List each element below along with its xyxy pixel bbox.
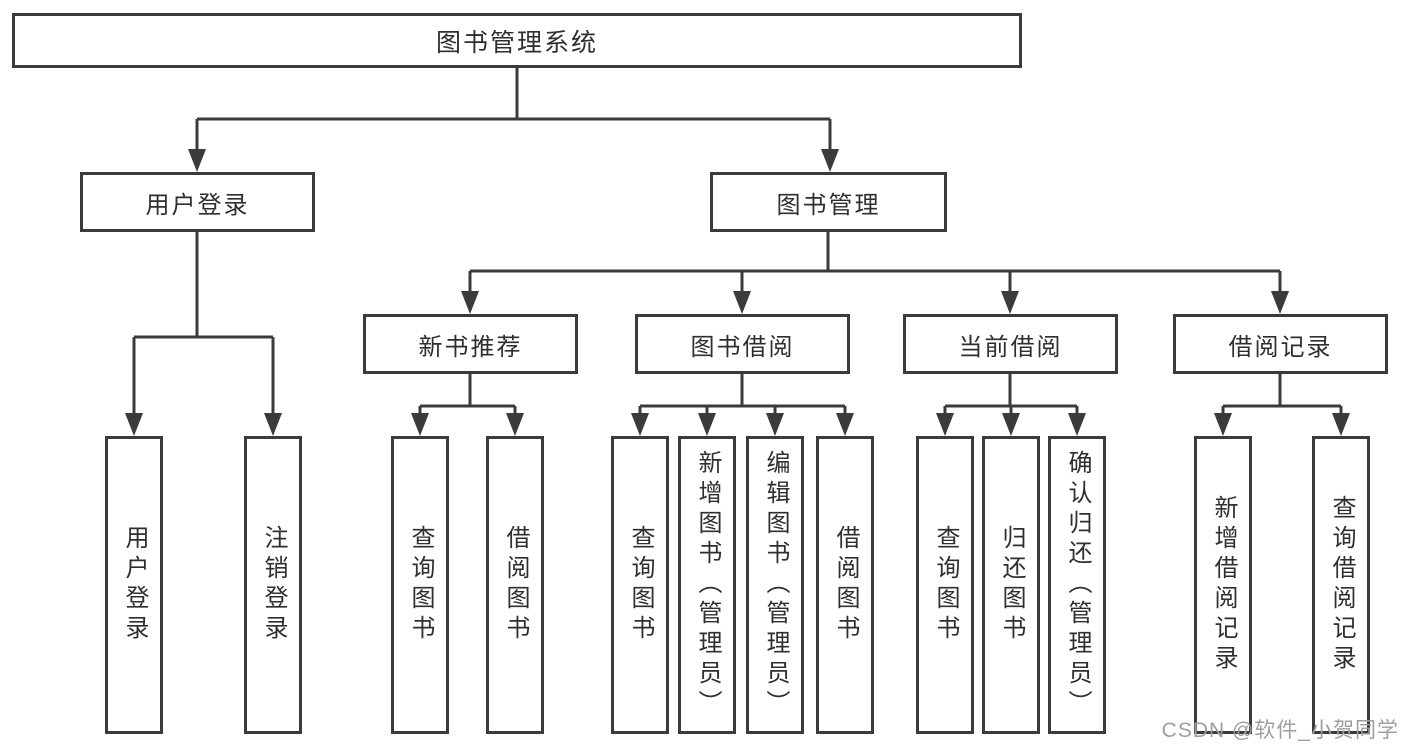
node-borrow-query-books: 查询图书 — [611, 436, 669, 734]
node-user-login-action: 用户登录 — [105, 436, 163, 734]
node-book-borrowing: 图书借阅 — [635, 314, 850, 374]
node-label: 新书推荐 — [418, 333, 523, 361]
node-label: 当前借阅 — [958, 333, 1063, 361]
node-records-add-record: 新增借阅记录 — [1194, 436, 1252, 734]
node-book-management: 图书管理 — [710, 172, 947, 232]
connector-borrow-to-leaves — [638, 374, 847, 417]
connector-userlogin-to-leaves — [132, 232, 275, 416]
node-label: 用户登录 — [145, 191, 250, 219]
node-label: 查询图书 — [932, 525, 959, 645]
node-label: 新增图书（管理员） — [694, 450, 721, 720]
node-label: 查询图书 — [407, 525, 434, 645]
node-label: 查询图书 — [627, 525, 654, 645]
node-borrow-borrow-books: 借阅图书 — [816, 436, 874, 734]
arrowhead — [631, 413, 649, 436]
node-library-management-system: 图书管理系统 — [12, 13, 1022, 68]
csdn-watermark: CSDN @软件_小贺同学 — [1161, 719, 1399, 742]
arrowhead — [188, 149, 206, 172]
node-logout-action: 注销登录 — [244, 436, 302, 734]
node-current-confirm-return-admin: 确认归还（管理员） — [1048, 436, 1106, 734]
node-label: 图书管理系统 — [435, 28, 598, 57]
node-label: 确认归还（管理员） — [1064, 450, 1091, 720]
connector-root-to-level2 — [195, 68, 832, 152]
arrowhead — [733, 291, 751, 314]
node-recommend-query-books: 查询图书 — [391, 436, 449, 734]
node-recommend-borrow-books: 借阅图书 — [486, 436, 544, 734]
arrowhead — [836, 413, 854, 436]
node-borrow-add-books-admin: 新增图书（管理员） — [678, 436, 736, 734]
node-label: 图书管理 — [776, 191, 881, 219]
node-current-borrowing: 当前借阅 — [903, 314, 1118, 374]
arrowhead — [125, 413, 143, 436]
arrowhead — [1271, 291, 1289, 314]
arrowhead — [1001, 291, 1019, 314]
connector-records-to-leaves — [1221, 374, 1343, 417]
node-label: 借阅记录 — [1228, 333, 1333, 361]
arrowhead — [1214, 413, 1232, 436]
connector-bookmgmt-to-level3 — [468, 232, 1282, 294]
arrowhead — [264, 413, 282, 436]
node-label: 注销登录 — [260, 525, 287, 645]
arrowhead — [411, 413, 429, 436]
arrowhead — [506, 413, 524, 436]
node-label: 归还图书 — [998, 525, 1025, 645]
node-records-query-record: 查询借阅记录 — [1312, 436, 1370, 734]
arrowhead — [821, 149, 839, 172]
node-current-query-books: 查询图书 — [916, 436, 974, 734]
node-label: 借阅图书 — [832, 525, 859, 645]
node-current-return-books: 归还图书 — [982, 436, 1040, 734]
arrowhead — [936, 413, 954, 436]
arrowhead — [461, 291, 479, 314]
node-label: 用户登录 — [121, 525, 148, 645]
arrowhead — [698, 413, 716, 436]
node-label: 新增借阅记录 — [1210, 495, 1237, 675]
node-user-login: 用户登录 — [80, 172, 315, 232]
node-borrowing-records: 借阅记录 — [1173, 314, 1388, 374]
node-borrow-edit-books-admin: 编辑图书（管理员） — [746, 436, 804, 734]
node-new-book-recommend: 新书推荐 — [363, 314, 578, 374]
arrowhead — [1002, 413, 1020, 436]
connector-recommend-to-leaves — [418, 374, 517, 417]
node-label: 查询借阅记录 — [1328, 495, 1355, 675]
arrowhead — [1068, 413, 1086, 436]
arrowhead — [766, 413, 784, 436]
node-label: 编辑图书（管理员） — [762, 450, 789, 720]
connector-current-to-leaves — [943, 374, 1079, 417]
node-label: 图书借阅 — [690, 333, 795, 361]
node-label: 借阅图书 — [502, 525, 529, 645]
arrowhead — [1332, 413, 1350, 436]
